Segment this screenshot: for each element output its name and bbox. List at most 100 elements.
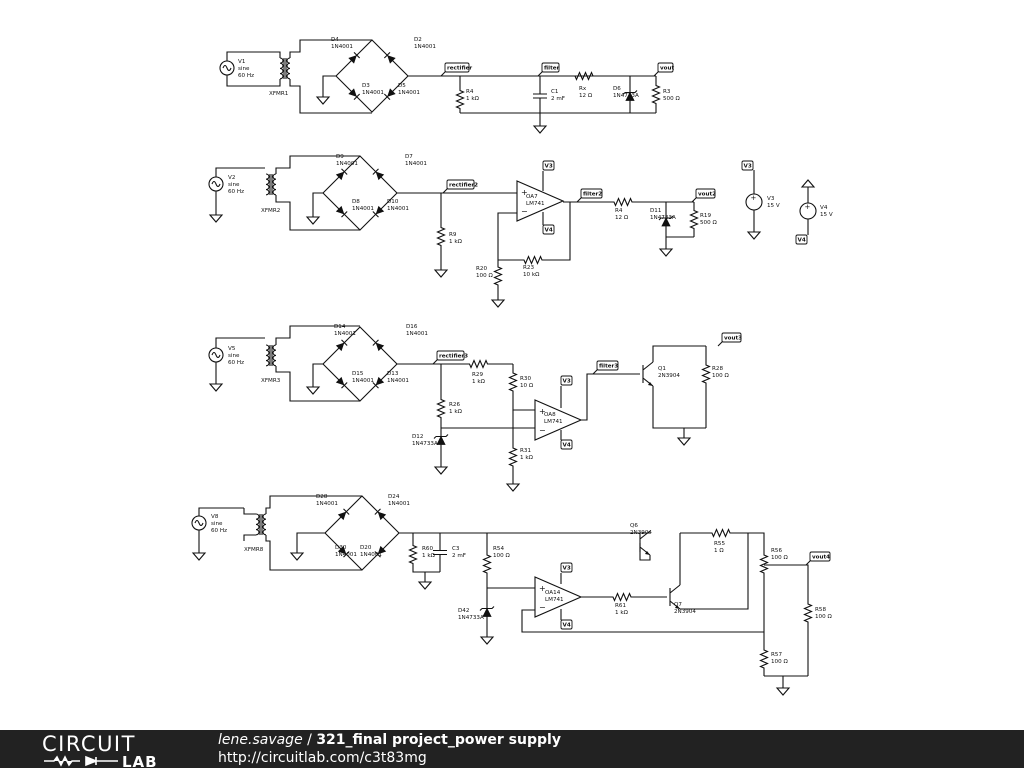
transformer[interactable]: XFMR1 xyxy=(269,57,291,97)
supply-net-name: V4 xyxy=(545,228,553,234)
net-label[interactable]: rectifier xyxy=(440,62,472,77)
supply-net-tag[interactable]: V4 xyxy=(560,619,573,630)
transformer[interactable]: XFMR8 xyxy=(244,513,267,553)
owner-username[interactable]: lene.savage xyxy=(218,732,303,748)
wire xyxy=(521,609,764,633)
component-label: D6 xyxy=(613,86,621,92)
net-label[interactable]: rectifier2 xyxy=(442,179,478,194)
component-value: 100 Ω xyxy=(712,373,729,379)
net-label[interactable]: rectifier3 xyxy=(432,350,468,365)
net-name: filter3 xyxy=(599,364,618,370)
wire xyxy=(652,345,706,429)
project-url[interactable]: http://circuitlab.com/c3t83mg xyxy=(218,750,427,766)
project-title-line: lene.savage / 321_final project_power su… xyxy=(218,732,561,748)
net-label[interactable]: vout2 xyxy=(691,188,716,203)
supply-net-tag[interactable]: V3 xyxy=(560,375,573,386)
capacitor[interactable]: C32 mF xyxy=(433,545,466,560)
circuitlab-logo[interactable]: CIRCUIT LAB xyxy=(42,732,182,768)
component-value: 100 Ω xyxy=(476,273,493,279)
transformer[interactable]: XFMR3 xyxy=(261,344,281,384)
diode-name: D2 xyxy=(414,37,422,43)
component-label: R60 xyxy=(422,546,433,552)
diode-part: 1N4001 xyxy=(405,161,427,167)
diode-name: D3 xyxy=(362,83,370,89)
supply-net-tag[interactable]: V4 xyxy=(542,224,555,235)
net-label[interactable]: vout3 xyxy=(717,332,742,347)
supply-net-tag[interactable]: V3 xyxy=(560,562,573,573)
diode-name: D9 xyxy=(336,154,344,160)
diode-name: D14 xyxy=(334,324,346,330)
net-label[interactable]: filter2 xyxy=(576,188,603,203)
net-name: vout xyxy=(660,66,674,72)
resistor[interactable]: R91 kΩ xyxy=(436,215,463,258)
component-label: R58 xyxy=(815,607,826,613)
ground-icon xyxy=(209,377,223,392)
plus-sign: + xyxy=(805,203,811,211)
net-label[interactable]: filter xyxy=(537,62,560,77)
supply-net-tag[interactable]: V4 xyxy=(795,234,808,245)
supply-net-name: V4 xyxy=(798,238,806,244)
diode-part: 1N4001 xyxy=(387,378,409,384)
supply-net-name: V3 xyxy=(563,566,571,572)
net-label[interactable]: filter3 xyxy=(592,360,619,375)
supply-net-tag[interactable]: V3 xyxy=(741,160,754,171)
component-label: R30 xyxy=(520,376,531,382)
wire xyxy=(289,39,372,114)
ground-icon xyxy=(290,546,304,561)
resistor[interactable]: R41 kΩ xyxy=(455,86,480,113)
net-name: vout3 xyxy=(724,336,742,342)
net-label[interactable]: vout4 xyxy=(805,551,831,566)
capacitor[interactable]: C12 mF xyxy=(533,86,565,106)
transformer[interactable]: XFMR2 xyxy=(261,173,280,214)
supply-net-tag[interactable]: V4 xyxy=(560,439,573,450)
opamp-part: LM741 xyxy=(545,597,564,603)
plus-input-sign: + xyxy=(539,584,546,593)
supply-net-tag[interactable]: V3 xyxy=(542,160,555,171)
diode-icon xyxy=(348,88,361,101)
component-value: 1N4733A xyxy=(650,215,676,221)
project-name[interactable]: 321_final project_power supply xyxy=(316,732,561,748)
diode-part: 1N4001 xyxy=(388,501,410,507)
component-label: R20 xyxy=(476,266,487,272)
net-label[interactable]: vout xyxy=(653,62,674,77)
